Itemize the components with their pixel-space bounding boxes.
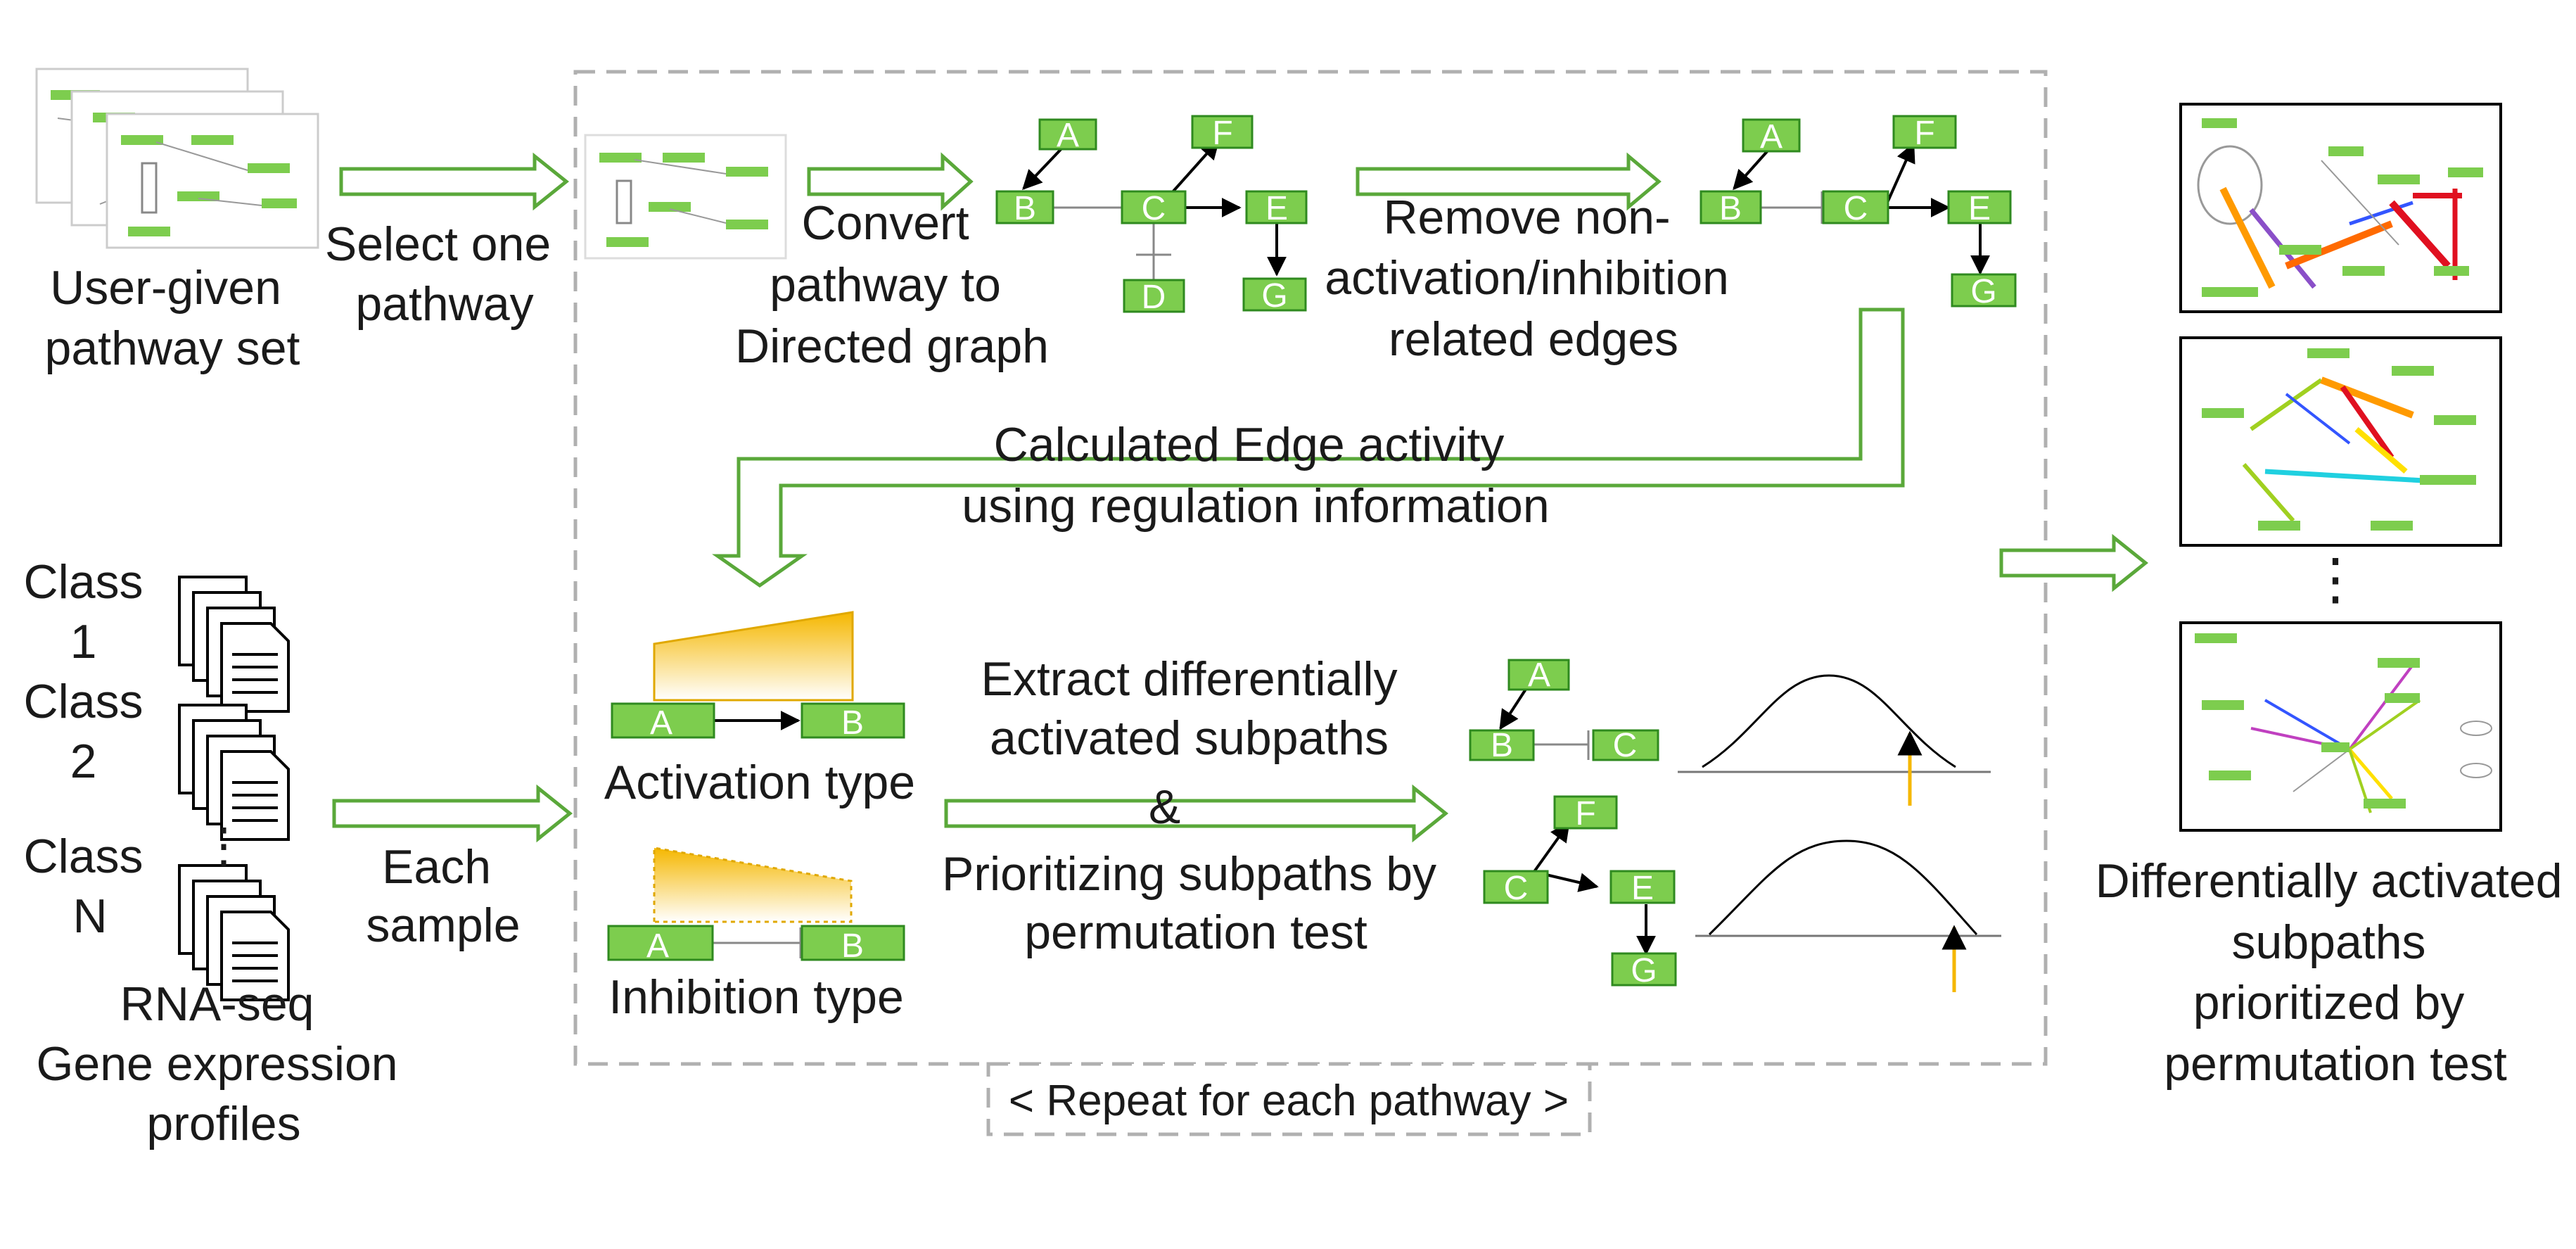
subpath2-node-g: G [1631, 952, 1657, 989]
repeat-label: < Repeat for each pathway > [1009, 1077, 1569, 1125]
selected-pathway-thumbnail [584, 134, 787, 260]
result-network-1 [2179, 103, 2502, 313]
arrow-extract [944, 784, 1449, 843]
inhibition-gradient [653, 847, 853, 923]
pathway-set-label: User-given pathway set [45, 261, 300, 375]
subpath1-node-b: B [1491, 727, 1513, 764]
graph2-node-b: B [1719, 190, 1742, 227]
activation-gradient [653, 611, 854, 702]
subpath2-node-c: C [1504, 870, 1529, 907]
inhibition-type-label: Inhibition type [608, 970, 904, 1024]
directed-graph-filtered: A B C F E G [1700, 115, 2017, 310]
arrow-each-sample [332, 784, 573, 843]
graph1-node-e: E [1265, 190, 1288, 227]
result-network-3 [2179, 621, 2502, 832]
subpath2-node-f: F [1575, 795, 1595, 832]
extract-label: Extract differentially activated subpath… [942, 652, 1450, 959]
subpath-1: A B C [1469, 657, 1659, 764]
activation-node-a: A [650, 704, 672, 742]
subpath2-node-e: E [1631, 870, 1654, 907]
graph2-node-e: E [1968, 190, 1991, 227]
permutation-distribution-2 [1695, 839, 2001, 992]
arrow-remove-edges [1356, 152, 1662, 211]
arrow-convert [807, 152, 974, 211]
document-stack-class-1 [178, 576, 290, 713]
graph2-node-a: A [1760, 118, 1783, 156]
graph1-node-a: A [1057, 117, 1079, 154]
graph1-node-g: G [1261, 277, 1287, 315]
inhibition-node-b: B [841, 927, 864, 965]
graph1-node-b: B [1014, 190, 1036, 227]
graph1-node-d: D [1142, 279, 1166, 316]
inhibition-node-a: A [646, 927, 669, 965]
directed-graph-full: A B C F E D G [995, 115, 1308, 316]
permutation-distribution-1 [1678, 674, 1991, 806]
results-ellipsis: ⋮ [2307, 547, 2364, 610]
select-one-label: Select one pathway [325, 217, 564, 331]
document-stack-class-2 [178, 704, 290, 841]
graph1-node-c: C [1142, 190, 1166, 227]
result-network-2 [2179, 336, 2502, 547]
arrow-output [1999, 533, 2149, 592]
class-ellipsis: ⋮ [200, 819, 248, 873]
rnaseq-label: RNA-seq Gene expression profiles [37, 977, 412, 1150]
graph2-node-g: G [1970, 273, 1996, 310]
convert-label: Convert pathway to Directed graph [735, 196, 1049, 373]
graph2-node-f: F [1914, 115, 1934, 152]
document-stack-class-n [178, 864, 290, 1001]
activation-node-b: B [841, 704, 864, 742]
repeat-label-box [986, 1062, 1592, 1136]
subpath-2: F C E G [1483, 795, 1677, 989]
pathway-set-thumbnails [35, 68, 319, 249]
remove-edges-label: Remove non- activation/inhibition relate… [1325, 191, 1742, 366]
each-sample-label: Each sample [366, 840, 520, 952]
arrow-select-pathway [339, 152, 570, 211]
arrow-edge-activity [712, 308, 1905, 588]
class-labels: Class 1 Class 2 Class N [24, 555, 157, 943]
result-label: Differentially activated subpaths priori… [2096, 854, 2576, 1091]
graph2-node-c: C [1844, 190, 1868, 227]
activation-type-label: Activation type [604, 756, 915, 809]
edge-activity-label: Calculated Edge activity using regulatio… [962, 418, 1549, 533]
subpath1-node-a: A [1528, 657, 1550, 694]
subpath1-node-c: C [1613, 727, 1638, 764]
graph1-node-f: F [1212, 115, 1232, 152]
